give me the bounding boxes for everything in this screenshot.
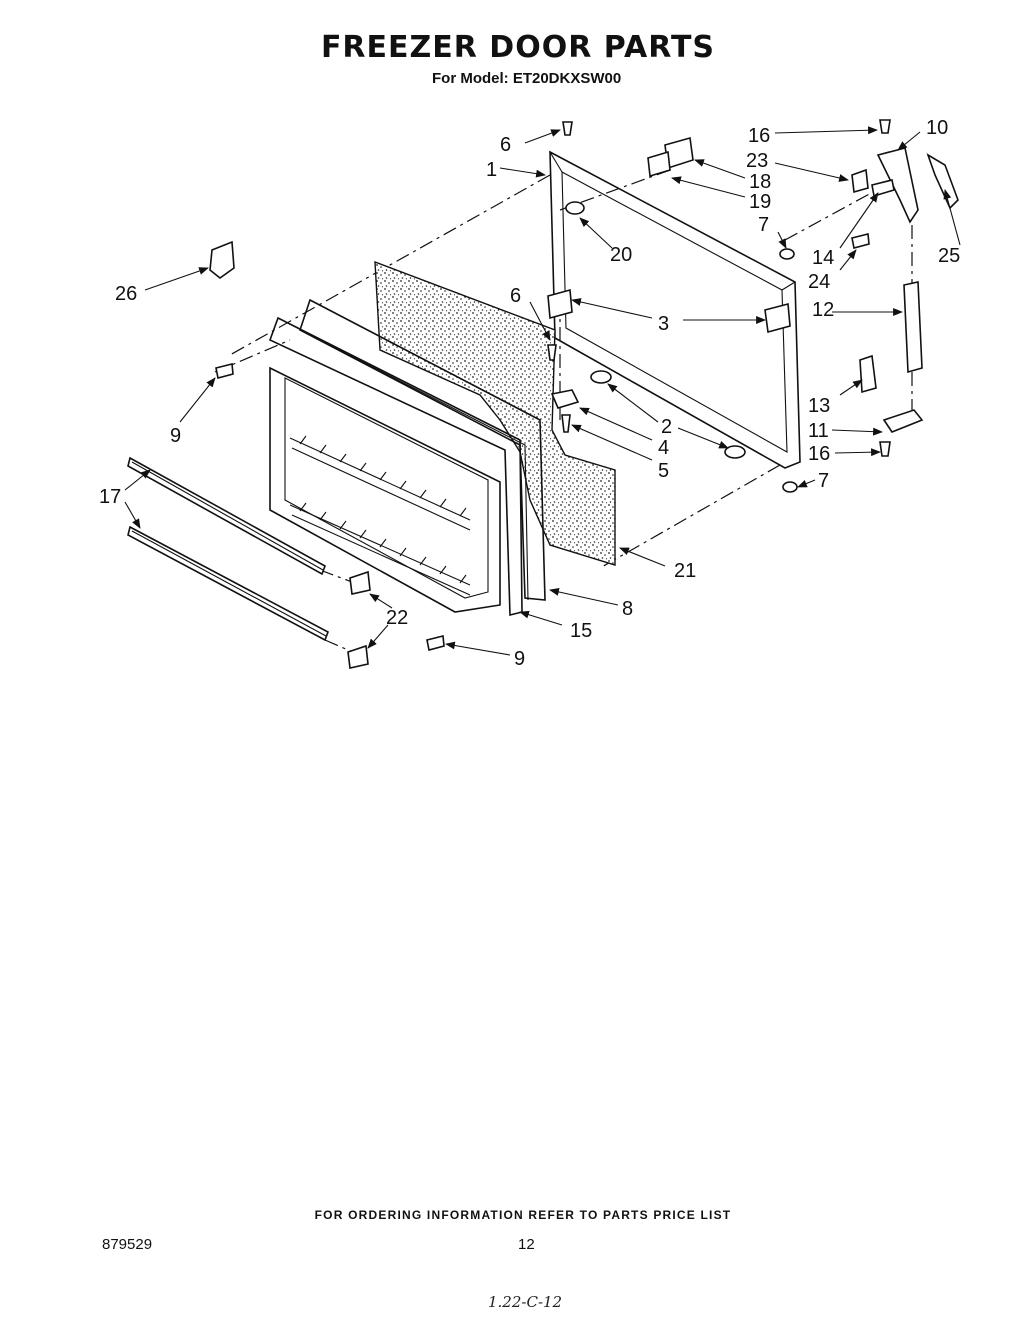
callout-label: 6 <box>500 134 511 156</box>
ordering-note: FOR ORDERING INFORMATION REFER TO PARTS … <box>314 1208 732 1222</box>
diagram-code: 879529 <box>102 1236 153 1253</box>
model-subtitle: For Model: ET20DKXSW00 <box>432 70 622 87</box>
fasteners <box>215 121 798 651</box>
rail-end-cap-lower <box>347 644 369 669</box>
callout-label: 17 <box>99 486 121 508</box>
callout-label: 6 <box>510 285 521 307</box>
callout-label: 1 <box>486 159 497 181</box>
leader-lines <box>124 126 961 656</box>
bracket-part-26 <box>209 240 235 280</box>
callout-label: 23 <box>746 150 768 172</box>
shim-part-19 <box>647 150 671 178</box>
page-number: 12 <box>518 1236 535 1253</box>
callout-label: 16 <box>808 443 830 465</box>
callout-label: 25 <box>938 245 960 267</box>
callout-label: 22 <box>386 607 408 629</box>
callout-label: 2 <box>661 416 672 438</box>
callout-label: 10 <box>926 117 948 139</box>
callout-label: 7 <box>818 470 829 492</box>
handle-assembly <box>851 119 959 457</box>
callout-label: 24 <box>808 271 830 293</box>
callout-label: 13 <box>808 395 830 417</box>
callout-label: 15 <box>570 620 592 642</box>
callout-label: 3 <box>658 313 669 335</box>
callout-label: 7 <box>758 214 769 236</box>
page-title: FREEZER DOOR PARTS <box>320 30 716 65</box>
callout-label: 20 <box>610 244 632 266</box>
callout-label: 8 <box>622 598 633 620</box>
callout-label: 11 <box>808 420 829 442</box>
liner-shelves <box>289 435 471 596</box>
callout-label: 9 <box>514 648 525 670</box>
callout-label: 12 <box>812 299 834 321</box>
callout-label: 4 <box>658 437 669 459</box>
shelf-rails <box>127 456 329 642</box>
callout-labels: 1 2 3 4 5 6 6 7 7 8 9 9 10 11 12 13 14 1… <box>99 117 960 670</box>
outer-door-panel <box>299 298 546 601</box>
callout-label: 16 <box>748 125 770 147</box>
handwritten-note: 1.22-C-12 <box>488 1293 563 1311</box>
callout-label: 14 <box>812 247 834 269</box>
callout-label: 18 <box>749 171 771 193</box>
door-liner <box>268 316 523 617</box>
callout-label: 21 <box>674 560 696 582</box>
callout-label: 9 <box>170 425 181 447</box>
callout-label: 5 <box>658 460 669 482</box>
callout-label: 19 <box>749 191 771 213</box>
rail-end-cap-upper <box>349 570 371 595</box>
callout-label: 26 <box>115 283 137 305</box>
foam-insulation <box>374 260 616 566</box>
